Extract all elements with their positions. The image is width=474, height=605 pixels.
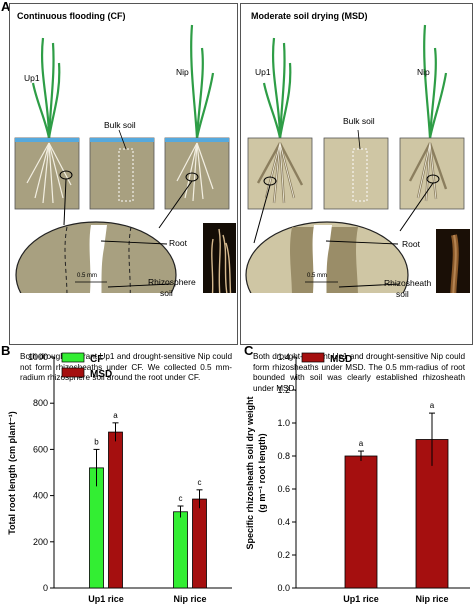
msd-caption: Both drought-tolerant Up1 and drought-se… xyxy=(253,352,465,393)
cf-bulk-soil-label: Bulk soil xyxy=(104,120,136,130)
cf-bulk-pot xyxy=(89,137,155,210)
msd-root-label: Root xyxy=(402,239,420,249)
legend-label-msd: MSD xyxy=(330,354,352,365)
significance-letter: a xyxy=(113,411,118,420)
msd-scale-label: 0.5 mm xyxy=(307,273,328,279)
msd-up1-plant-icon xyxy=(262,37,292,139)
y-tick-label: 0.2 xyxy=(277,550,290,560)
msd-bulk-soil-label: Bulk soil xyxy=(343,116,375,126)
panel-b-letter: B xyxy=(1,343,11,358)
x-tick-label: Nip rice xyxy=(173,594,206,604)
y-axis-label: Total root length (cm plant⁻¹) xyxy=(7,411,17,535)
msd-up1-label: Up1 xyxy=(255,67,271,77)
msd-illustration xyxy=(245,24,470,293)
cf-zone-label-1: Rhizosphere xyxy=(148,277,196,287)
legend-label-cf: CF xyxy=(90,354,103,365)
bar-cf xyxy=(173,511,188,589)
y-tick-label: 200 xyxy=(33,537,48,547)
y-tick-label: 1000 xyxy=(28,352,48,362)
y-tick-label: 800 xyxy=(33,398,48,408)
significance-letter: c xyxy=(179,494,183,503)
y-tick-label: 0.8 xyxy=(277,451,290,461)
msd-zone-label-2: soil xyxy=(396,289,409,299)
cf-caption: Both drought-tolerant Up1 and drought-se… xyxy=(20,352,232,382)
x-tick-label: Nip rice xyxy=(415,594,448,604)
cf-nip-label: Nip xyxy=(176,67,189,77)
y-tick-label: 0.6 xyxy=(277,484,290,494)
y-tick-label: 1.2 xyxy=(277,385,290,395)
cf-zone-label-2: soil xyxy=(160,288,173,298)
bar-msd xyxy=(108,431,123,589)
significance-letter: b xyxy=(94,437,99,446)
cf-root-label: Root xyxy=(169,238,187,248)
significance-letter: a xyxy=(359,439,364,448)
cf-scale-label: 0.5 mm xyxy=(77,273,98,279)
msd-zone-label-1: Rhizosheath xyxy=(384,278,432,288)
x-tick-label: Up1 rice xyxy=(343,594,379,604)
y-tick-label: 0 xyxy=(43,583,48,593)
y-axis-label-line2: (g m⁻¹ root length) xyxy=(257,433,267,512)
cf-nip-plant-icon xyxy=(190,24,215,139)
cf-illustration xyxy=(14,24,236,293)
legend-label-msd: MSD xyxy=(90,369,112,380)
cf-up1-label: Up1 xyxy=(24,73,40,83)
bar-msd xyxy=(344,455,378,589)
x-tick-label: Up1 rice xyxy=(88,594,124,604)
y-tick-label: 0.4 xyxy=(277,517,290,527)
y-tick-label: 600 xyxy=(33,444,48,454)
panel-c-letter: C xyxy=(244,343,254,358)
bar-msd xyxy=(192,498,207,589)
legend-swatch-msd xyxy=(61,367,85,378)
y-axis-label-line1: Specific rhizosheath soil dry weight xyxy=(245,396,255,549)
cf-up1-plant-icon xyxy=(31,37,61,139)
y-tick-label: 0.0 xyxy=(277,583,290,593)
significance-letter: a xyxy=(430,401,435,410)
cf-title: Continuous flooding (CF) xyxy=(17,11,126,21)
msd-nip-label: Nip xyxy=(417,67,430,77)
msd-bulk-pot xyxy=(323,137,389,210)
y-tick-label: 400 xyxy=(33,491,48,501)
legend-swatch-cf xyxy=(61,352,85,363)
y-tick-label: 1.0 xyxy=(277,418,290,428)
significance-letter: c xyxy=(198,478,202,487)
msd-title: Moderate soil drying (MSD) xyxy=(251,11,368,21)
legend-swatch-msd xyxy=(301,352,325,363)
y-tick-label: 1.4 xyxy=(277,352,290,362)
msd-nip-plant-icon xyxy=(423,24,448,139)
panel-a-letter: A xyxy=(1,0,11,14)
